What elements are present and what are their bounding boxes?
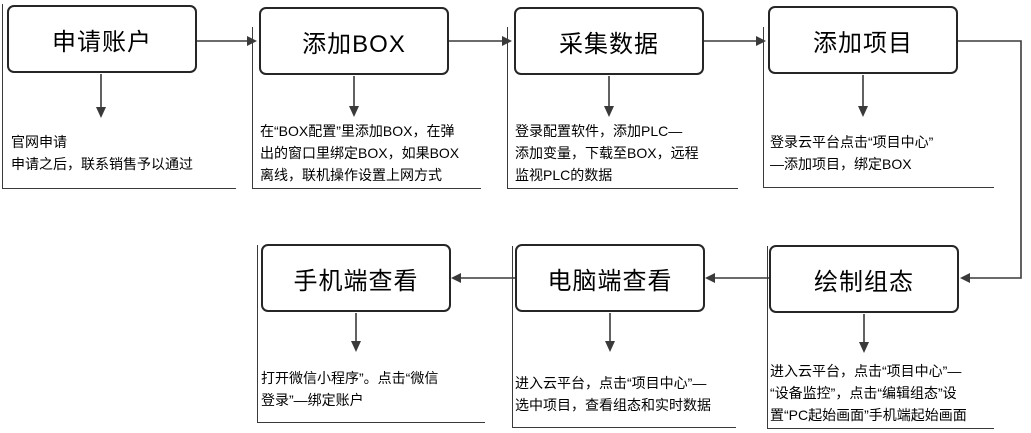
step-description-draw-hmi: 进入云平台，点击“项目中心”— “设备监控”，点击“编辑组态”设 置“PC起始画… xyxy=(770,363,967,423)
step-description-pc-view: 进入云平台，点击“项目中心”— 选中项目，查看组态和实时数据 xyxy=(515,375,711,413)
step-box-draw-hmi: 绘制组态 xyxy=(769,245,959,313)
step-frame-3 xyxy=(507,27,738,189)
step-label-mobile-view: 手机端查看 xyxy=(293,267,419,295)
step-label-add-box: 添加BOX xyxy=(302,30,406,58)
step-box-add-box: 添加BOX xyxy=(259,7,449,75)
step-frame-4 xyxy=(763,27,994,188)
step-label-collect-data: 采集数据 xyxy=(559,30,659,58)
step-description-add-box: 在“BOX配置”里添加BOX，在弹 出的窗口里绑定BOX，如果BOX 离线，联机… xyxy=(260,123,460,183)
step-box-pc-view: 电脑端查看 xyxy=(515,244,705,312)
step-box-mobile-view: 手机端查看 xyxy=(261,244,451,312)
step-label-pc-view: 电脑端查看 xyxy=(547,267,673,295)
step-label-add-project: 添加项目 xyxy=(813,29,913,57)
step-label-draw-hmi: 绘制组态 xyxy=(814,268,914,296)
step-frame-6 xyxy=(512,246,736,428)
step-description-collect-data: 登录配置软件，添加PLC— 添加变量，下载至BOX，远程 监视PLC的数据 xyxy=(515,123,699,183)
step-frame-7 xyxy=(257,245,485,423)
step-label-apply-account: 申请账户 xyxy=(52,28,152,56)
step-frame-2 xyxy=(252,27,481,189)
step-frame-1 xyxy=(2,4,236,189)
step-box-add-project: 添加项目 xyxy=(768,6,958,74)
step-frame-5 xyxy=(767,246,994,429)
step-description-add-project: 登录云平台点击“项目中心” —添加项目，绑定BOX xyxy=(770,134,934,172)
step-box-collect-data: 采集数据 xyxy=(514,7,704,75)
step-description-mobile-view: 打开微信小程序”。点击“微信 登录”—绑定账户 xyxy=(261,370,439,408)
step-box-apply-account: 申请账户 xyxy=(7,5,197,73)
step-description-apply-account: 官网申请 申请之后，联系销售予以通过 xyxy=(11,134,193,172)
